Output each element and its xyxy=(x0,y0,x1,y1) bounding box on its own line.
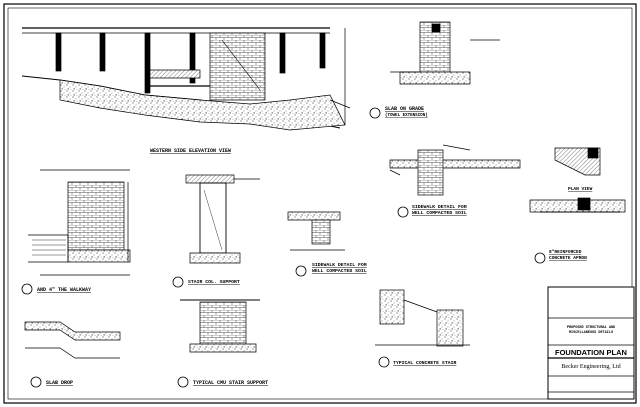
detail-bubble-stair xyxy=(378,356,390,368)
detail-bubble-sidewalk-2 xyxy=(295,265,307,277)
slab-drop-title: SLAB DROP xyxy=(46,380,73,386)
detail-bubble-stair-col xyxy=(172,276,184,288)
walkway-detail xyxy=(28,169,131,276)
slab-on-grade-detail xyxy=(390,21,500,85)
detail-bubble-walkway xyxy=(21,283,33,295)
concrete-stair-detail xyxy=(375,289,470,347)
sidewalk-mid-title: SIDEWALK DETAIL FOR xyxy=(312,262,367,268)
walkway-title: AND 4" THE WALKWAY xyxy=(37,287,91,293)
title-block-proposed: PROPOSED STRUCTURAL AND xyxy=(567,326,615,330)
cmu-title: TYPICAL CMU STAIR SUPPORT xyxy=(193,380,268,386)
title-block-misc: MISCELLANEOUS DETAILS xyxy=(569,331,613,335)
sidewalk-detail-top xyxy=(389,144,521,196)
cmu-stair-detail xyxy=(180,299,260,353)
stair-col-title: STAIR COL. SUPPORT xyxy=(188,279,240,285)
plan-view-title: PLAN VIEW xyxy=(568,186,593,192)
sidewalk-top-subtitle: WELL COMPACTED SOIL xyxy=(412,210,467,216)
slab-subtitle: (TOWEL EXTENSION) xyxy=(385,113,428,118)
apron-subtitle: CONCRETE APRON xyxy=(549,255,587,261)
elevation-detail xyxy=(21,27,351,131)
detail-bubble-slab-drop xyxy=(30,376,42,388)
elevation-title: WESTERN SIDE ELEVATION VIEW xyxy=(150,148,231,154)
sidewalk-top-title: SIDEWALK DETAIL FOR xyxy=(412,204,467,210)
slab-title: SLAB ON GRADE xyxy=(385,106,424,112)
plan-view-detail xyxy=(529,147,626,213)
firm-name: Becker Engineering, Ltd xyxy=(561,364,620,370)
slab-drop-detail xyxy=(24,321,121,359)
sidewalk-mid-subtitle: WELL COMPACTED SOIL xyxy=(312,268,367,274)
concrete-stair-title: TYPICAL CONCRETE STAIR xyxy=(393,360,456,366)
title-block xyxy=(547,286,635,400)
apron-title: 8"REINFORCED xyxy=(549,249,582,255)
stair-col-detail xyxy=(185,174,260,264)
detail-bubble-cmu xyxy=(177,376,189,388)
detail-bubble-sidewalk xyxy=(397,206,409,218)
detail-bubble-slab xyxy=(369,107,381,119)
detail-bubble-apron xyxy=(534,252,546,264)
sidewalk-detail-mid xyxy=(287,211,345,251)
drawing-title: FOUNDATION PLAN xyxy=(555,348,627,357)
sheet-inner-border xyxy=(7,7,633,400)
